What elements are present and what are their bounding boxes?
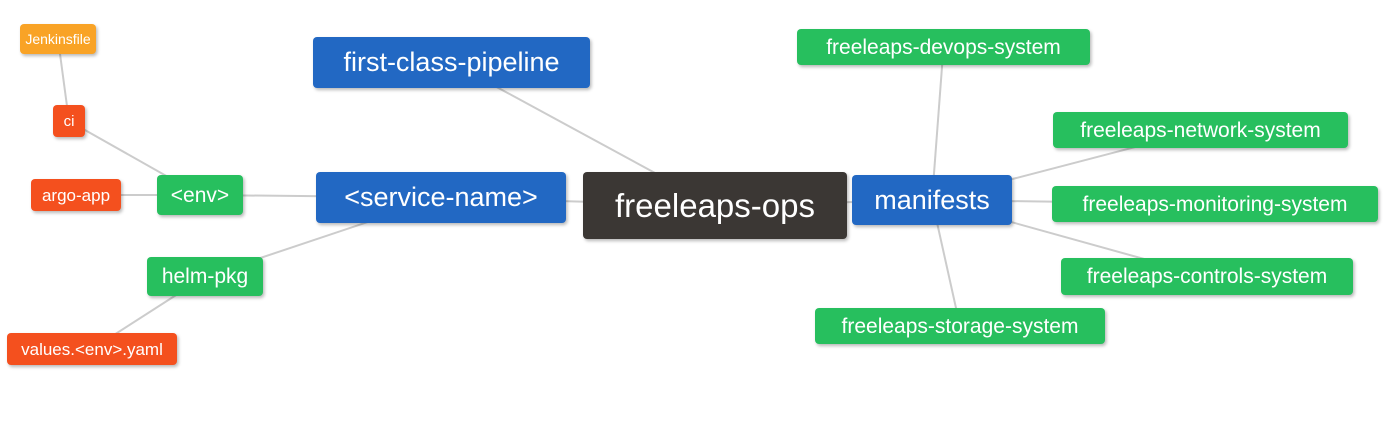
node-freeleaps-ops-root[interactable]: freeleaps-ops [583,172,847,239]
node-manifests[interactable]: manifests [852,175,1012,225]
node-helm-pkg[interactable]: helm-pkg [147,257,263,296]
node-freeleaps-devops-system[interactable]: freeleaps-devops-system [797,29,1090,65]
node-env[interactable]: <env> [157,175,243,215]
node-jenkinsfile[interactable]: Jenkinsfile [20,24,96,54]
node-freeleaps-network-system[interactable]: freeleaps-network-system [1053,112,1348,148]
node-argo-app[interactable]: argo-app [31,179,121,211]
node-values-env-yaml[interactable]: values.<env>.yaml [7,333,177,365]
node-ci[interactable]: ci [53,105,85,137]
node-service-name[interactable]: <service-name> [316,172,566,223]
node-first-class-pipeline[interactable]: first-class-pipeline [313,37,590,88]
node-freeleaps-monitoring-system[interactable]: freeleaps-monitoring-system [1052,186,1378,222]
node-freeleaps-controls-system[interactable]: freeleaps-controls-system [1061,258,1353,295]
node-freeleaps-storage-system[interactable]: freeleaps-storage-system [815,308,1105,344]
